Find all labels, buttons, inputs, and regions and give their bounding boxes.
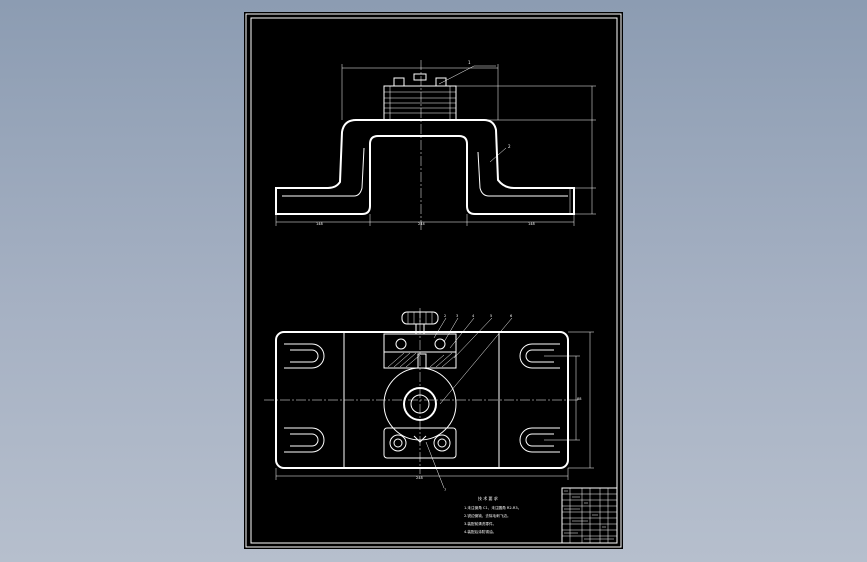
dim-label: 148: [528, 222, 535, 226]
drawing-sheet: 1 2 148 244 148: [244, 12, 623, 549]
notes-title: 技 术 要 求: [478, 495, 498, 501]
top-view: 2 3 4 5 6 7 248 88: [264, 308, 594, 492]
inner-frame: [250, 17, 618, 544]
balloon-label: 2: [444, 314, 446, 318]
technical-requirements: 技 术 要 求 1.未注倒角 C1，未注圆角 R2-R3。 2.锐边倒钝，去除毛…: [464, 495, 521, 534]
balloon-label: 4: [472, 314, 475, 318]
balloon-label: 2: [508, 144, 511, 149]
bracket-outline: [275, 119, 575, 215]
cad-drawing: 1 2 148 244 148: [245, 13, 622, 548]
notes-line: 1.未注倒角 C1，未注圆角 R2-R3。: [464, 505, 521, 510]
front-view: 1 2 148 244 148: [275, 60, 596, 230]
dim-label: 148: [316, 222, 323, 226]
dim-label: 248: [416, 476, 423, 480]
outer-frame: [245, 13, 622, 548]
bracket-inner-contour: [282, 147, 365, 197]
notes-line: 4.装配后涂防锈油。: [464, 529, 496, 534]
dim-label: 244: [418, 222, 425, 226]
notes-line: 3.装配前清洗零件。: [464, 521, 496, 526]
balloon-label: 5: [490, 314, 492, 318]
notes-line: 2.锐边倒钝，去除毛刺飞边。: [464, 513, 511, 518]
title-block: [561, 487, 618, 544]
clamp-stack: [383, 73, 457, 121]
balloon-label: 6: [510, 314, 512, 318]
dim-label: 88: [577, 397, 581, 401]
balloon-label: 3: [456, 314, 458, 318]
mounting-slots: [284, 343, 560, 453]
balloon-label: 1: [468, 60, 471, 65]
balloon-label: 7: [444, 488, 446, 492]
